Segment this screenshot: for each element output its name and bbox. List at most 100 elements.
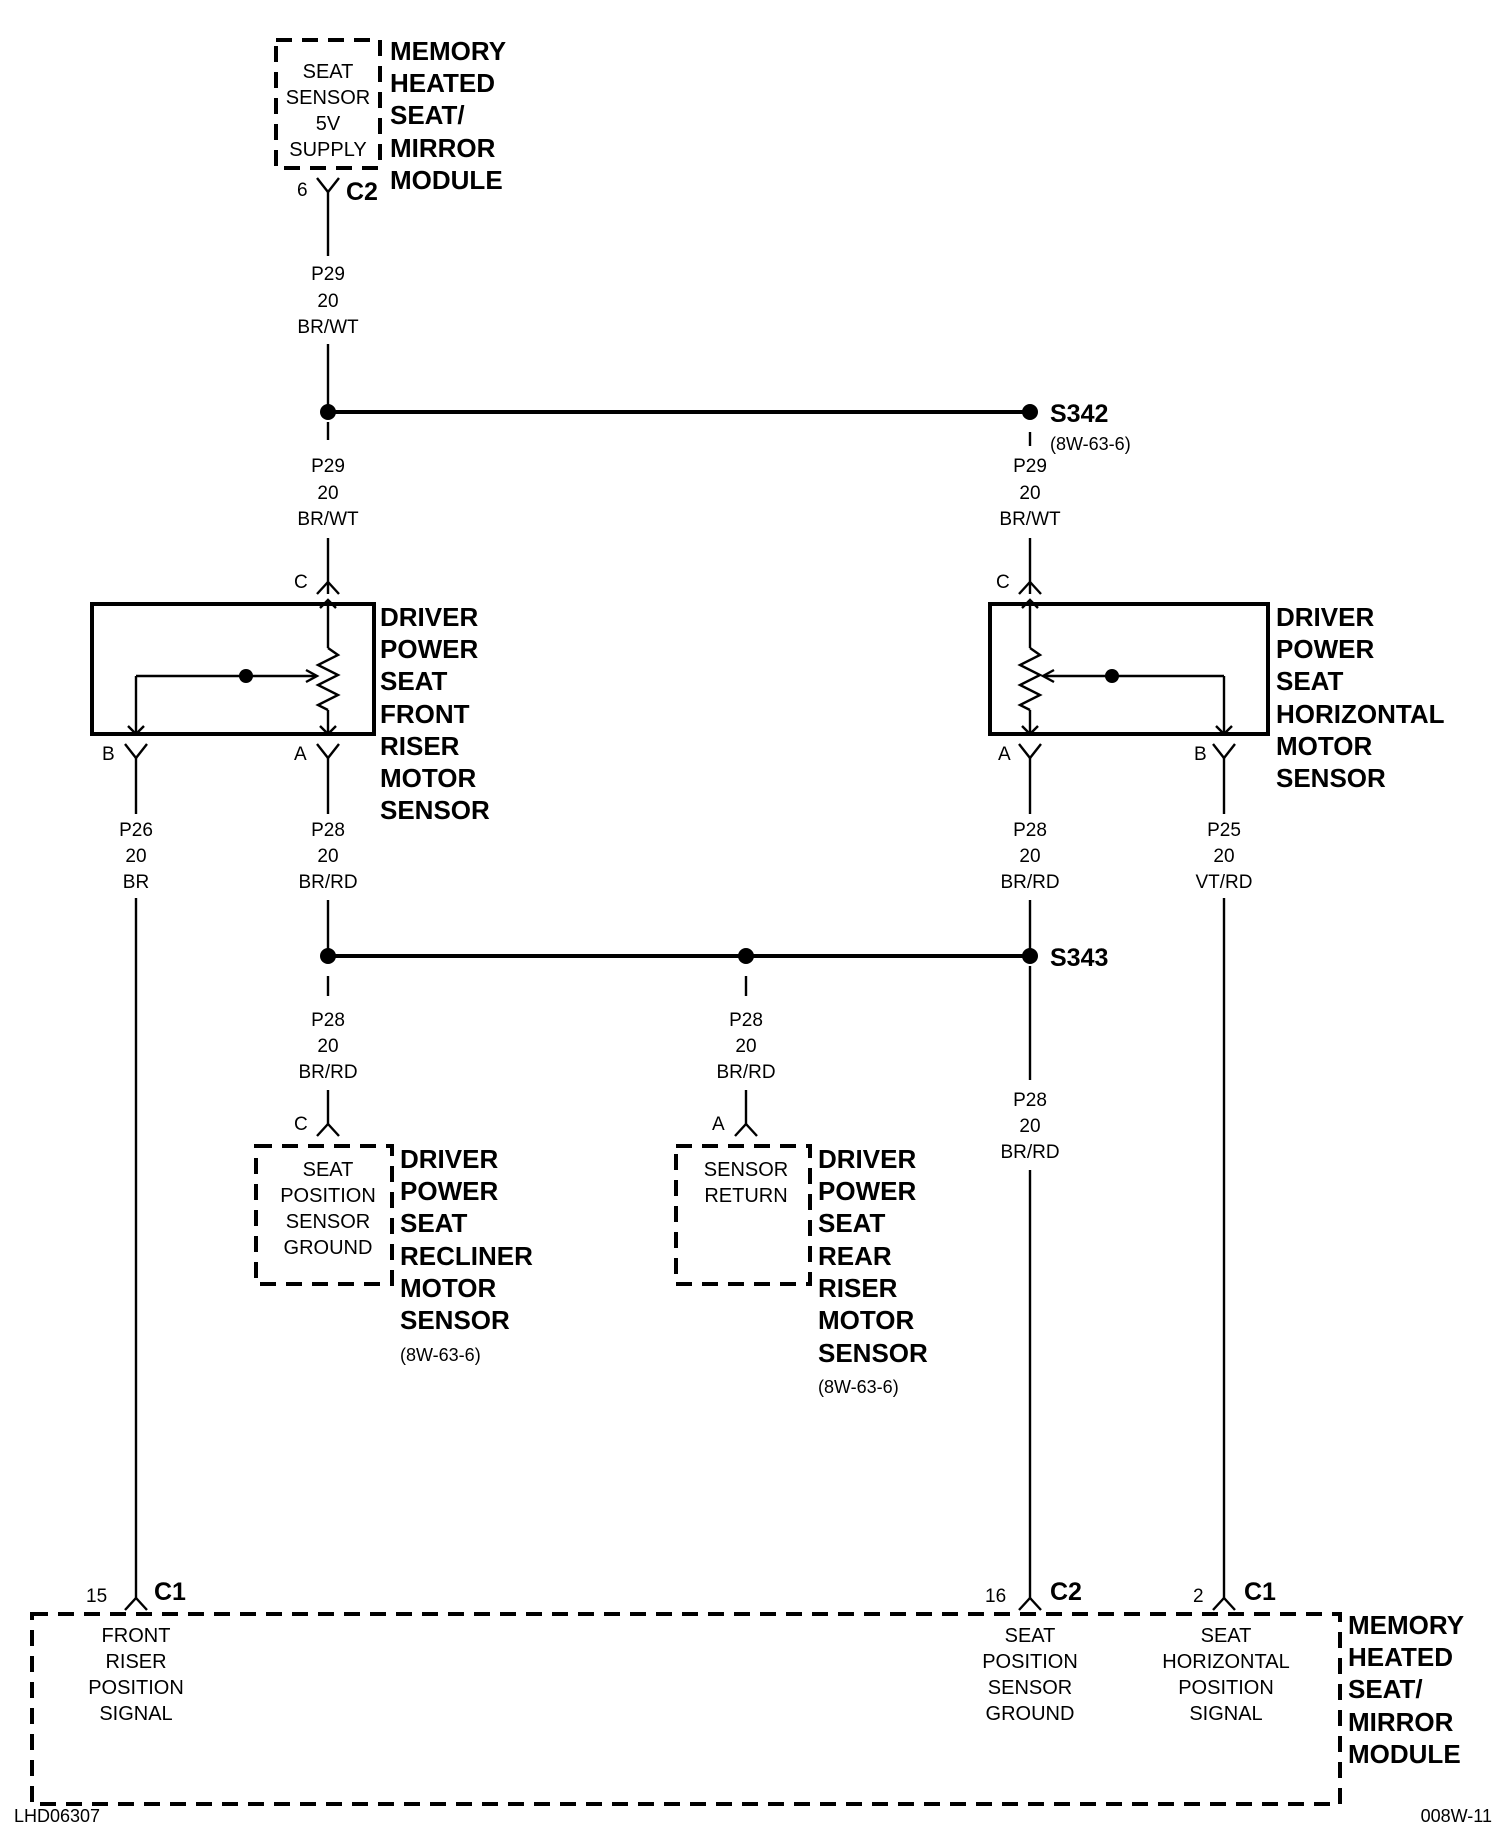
svg-text:BR/WT: BR/WT — [297, 509, 359, 530]
bottom-pin-16: 16 — [985, 1586, 1006, 1607]
front-riser-pin-b-symbol — [124, 743, 148, 760]
svg-text:MOTOR: MOTOR — [400, 1273, 497, 1303]
svg-text:DRIVER: DRIVER — [818, 1144, 916, 1174]
wire-label-p28-ground: P28 20 BR/RD — [1000, 1090, 1059, 1163]
svg-text:SIGNAL: SIGNAL — [99, 1703, 172, 1725]
svg-text:SEAT: SEAT — [1005, 1625, 1056, 1647]
svg-text:GROUND: GROUND — [986, 1703, 1075, 1725]
svg-text:DRIVER: DRIVER — [400, 1144, 498, 1174]
svg-text:POSITION: POSITION — [88, 1677, 184, 1699]
svg-text:SENSOR: SENSOR — [1276, 763, 1386, 793]
svg-text:SUPPLY: SUPPLY — [289, 139, 366, 161]
svg-text:RISER: RISER — [380, 731, 460, 761]
wire-label-p28-horiz: P28 20 BR/RD — [1000, 820, 1059, 893]
svg-text:HEATED: HEATED — [1348, 1642, 1453, 1672]
horizontal-potentiometer — [1017, 598, 1233, 736]
footer-right-code: 008W-11 — [1421, 1806, 1492, 1826]
svg-text:P29: P29 — [311, 456, 345, 477]
rear-riser-sensor-title: DRIVER POWER SEAT REAR RISER MOTOR SENSO… — [818, 1144, 928, 1368]
svg-text:POWER: POWER — [818, 1176, 916, 1206]
horizontal-pin-b: B — [1194, 744, 1207, 765]
svg-text:HORIZONTAL: HORIZONTAL — [1276, 699, 1445, 729]
recliner-sensor-box — [254, 1144, 394, 1286]
svg-text:POSITION: POSITION — [982, 1651, 1078, 1673]
svg-text:MIRROR: MIRROR — [1348, 1707, 1454, 1737]
svg-text:RISER: RISER — [105, 1651, 166, 1673]
recliner-sensor-title: DRIVER POWER SEAT RECLINER MOTOR SENSOR — [400, 1144, 533, 1335]
svg-text:MEMORY: MEMORY — [390, 36, 506, 66]
wire-label-p29-left: P29 20 BR/WT — [297, 456, 359, 530]
svg-text:MOTOR: MOTOR — [818, 1305, 915, 1335]
svg-text:BR/RD: BR/RD — [298, 1062, 357, 1083]
svg-text:SIGNAL: SIGNAL — [1189, 1703, 1262, 1725]
svg-text:SEAT: SEAT — [400, 1208, 468, 1238]
svg-text:POWER: POWER — [400, 1176, 498, 1206]
svg-text:P26: P26 — [119, 820, 153, 841]
horizontal-sensor-title: DRIVER POWER SEAT HORIZONTAL MOTOR SENSO… — [1276, 602, 1445, 793]
svg-text:P28: P28 — [1013, 820, 1047, 841]
svg-text:VT/RD: VT/RD — [1196, 872, 1253, 893]
s342-ref: (8W-63-6) — [1050, 434, 1131, 454]
front-riser-sensor-box — [90, 602, 376, 736]
bottom-pin-16-symbol — [1018, 1596, 1042, 1611]
svg-text:MEMORY: MEMORY — [1348, 1610, 1464, 1640]
wire-label-p28-recliner: P28 20 BR/RD — [298, 1010, 357, 1083]
svg-text:P28: P28 — [311, 1010, 345, 1031]
bottom-module-box — [30, 1612, 1342, 1806]
svg-text:SEAT/: SEAT/ — [1348, 1674, 1423, 1704]
svg-text:REAR: REAR — [818, 1241, 892, 1271]
svg-text:5V: 5V — [316, 113, 341, 135]
svg-text:RISER: RISER — [818, 1273, 898, 1303]
svg-text:SENSOR: SENSOR — [988, 1677, 1072, 1699]
svg-text:SENSOR: SENSOR — [286, 1211, 370, 1233]
svg-text:BR/WT: BR/WT — [297, 317, 359, 338]
rear-riser-pin: A — [712, 1114, 725, 1135]
svg-text:20: 20 — [1213, 846, 1234, 867]
svg-text:P29: P29 — [1013, 456, 1047, 477]
svg-text:RETURN: RETURN — [704, 1185, 787, 1207]
svg-text:MOTOR: MOTOR — [380, 763, 477, 793]
svg-text:SEAT: SEAT — [818, 1208, 886, 1238]
svg-text:20: 20 — [317, 1036, 338, 1057]
recliner-function: SEAT POSITION SENSOR GROUND — [280, 1159, 376, 1259]
bottom-pin-2: 2 — [1193, 1586, 1204, 1607]
top-module-title: MEMORY HEATED SEAT/ MIRROR MODULE — [390, 36, 506, 195]
svg-text:GROUND: GROUND — [284, 1237, 373, 1259]
svg-text:BR/RD: BR/RD — [298, 872, 357, 893]
wire-label-p29-top: P29 20 BR/WT — [297, 264, 359, 338]
rear-riser-sensor-box — [674, 1144, 812, 1286]
svg-text:SENSOR: SENSOR — [818, 1338, 928, 1368]
recliner-pin: C — [294, 1114, 308, 1135]
svg-text:MODULE: MODULE — [390, 165, 503, 195]
front-riser-potentiometer — [127, 598, 341, 736]
bottom-pin-15: 15 — [86, 1586, 107, 1607]
s342-label: S342 — [1050, 400, 1108, 428]
svg-text:20: 20 — [317, 291, 338, 312]
horizontal-sensor-box — [988, 602, 1270, 736]
splice-dot-left — [320, 404, 336, 420]
recliner-ref: (8W-63-6) — [400, 1345, 481, 1365]
wire-label-p25: P25 20 VT/RD — [1196, 820, 1253, 893]
svg-text:HORIZONTAL: HORIZONTAL — [1162, 1651, 1289, 1673]
svg-text:DRIVER: DRIVER — [380, 602, 478, 632]
svg-text:POSITION: POSITION — [280, 1185, 376, 1207]
svg-text:P29: P29 — [311, 264, 345, 285]
bottom-horizontal-signal: SEAT HORIZONTAL POSITION SIGNAL — [1162, 1625, 1289, 1725]
bottom-connector-c1-left: C1 — [154, 1578, 186, 1606]
horizontal-pin-c: C — [996, 572, 1010, 593]
svg-text:POWER: POWER — [1276, 634, 1374, 664]
svg-text:P28: P28 — [311, 820, 345, 841]
horizontal-pin-a-symbol — [1018, 743, 1042, 760]
svg-text:MIRROR: MIRROR — [390, 133, 496, 163]
svg-text:HEATED: HEATED — [390, 68, 495, 98]
wire-label-p26: P26 20 BR — [119, 820, 153, 893]
svg-text:20: 20 — [317, 846, 338, 867]
svg-text:BR/RD: BR/RD — [1000, 1142, 1059, 1163]
svg-text:SEAT: SEAT — [380, 666, 448, 696]
svg-text:20: 20 — [125, 846, 146, 867]
wire-label-p28-front: P28 20 BR/RD — [298, 820, 357, 893]
svg-text:SEAT: SEAT — [1201, 1625, 1252, 1647]
svg-text:SEAT/: SEAT/ — [390, 100, 465, 130]
rear-riser-ref: (8W-63-6) — [818, 1377, 899, 1397]
splice-dot-s343 — [1022, 948, 1038, 964]
